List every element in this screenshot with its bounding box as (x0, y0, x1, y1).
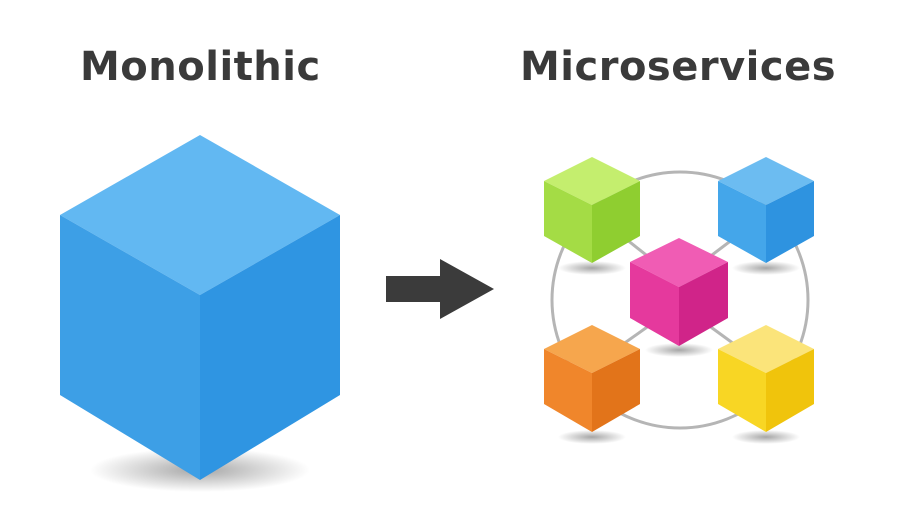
microservices-title: Microservices (520, 44, 837, 90)
microservice-cube-icon (544, 157, 640, 275)
microservice-cube-icon (544, 325, 640, 444)
microservice-cube-icon (718, 325, 814, 444)
monolithic-title: Monolithic (80, 44, 321, 90)
right-arrow-icon (386, 259, 494, 319)
microservice-cube-icon (718, 157, 814, 275)
microservice-cube-icon (630, 238, 728, 357)
monolith-cube-icon (60, 135, 340, 492)
